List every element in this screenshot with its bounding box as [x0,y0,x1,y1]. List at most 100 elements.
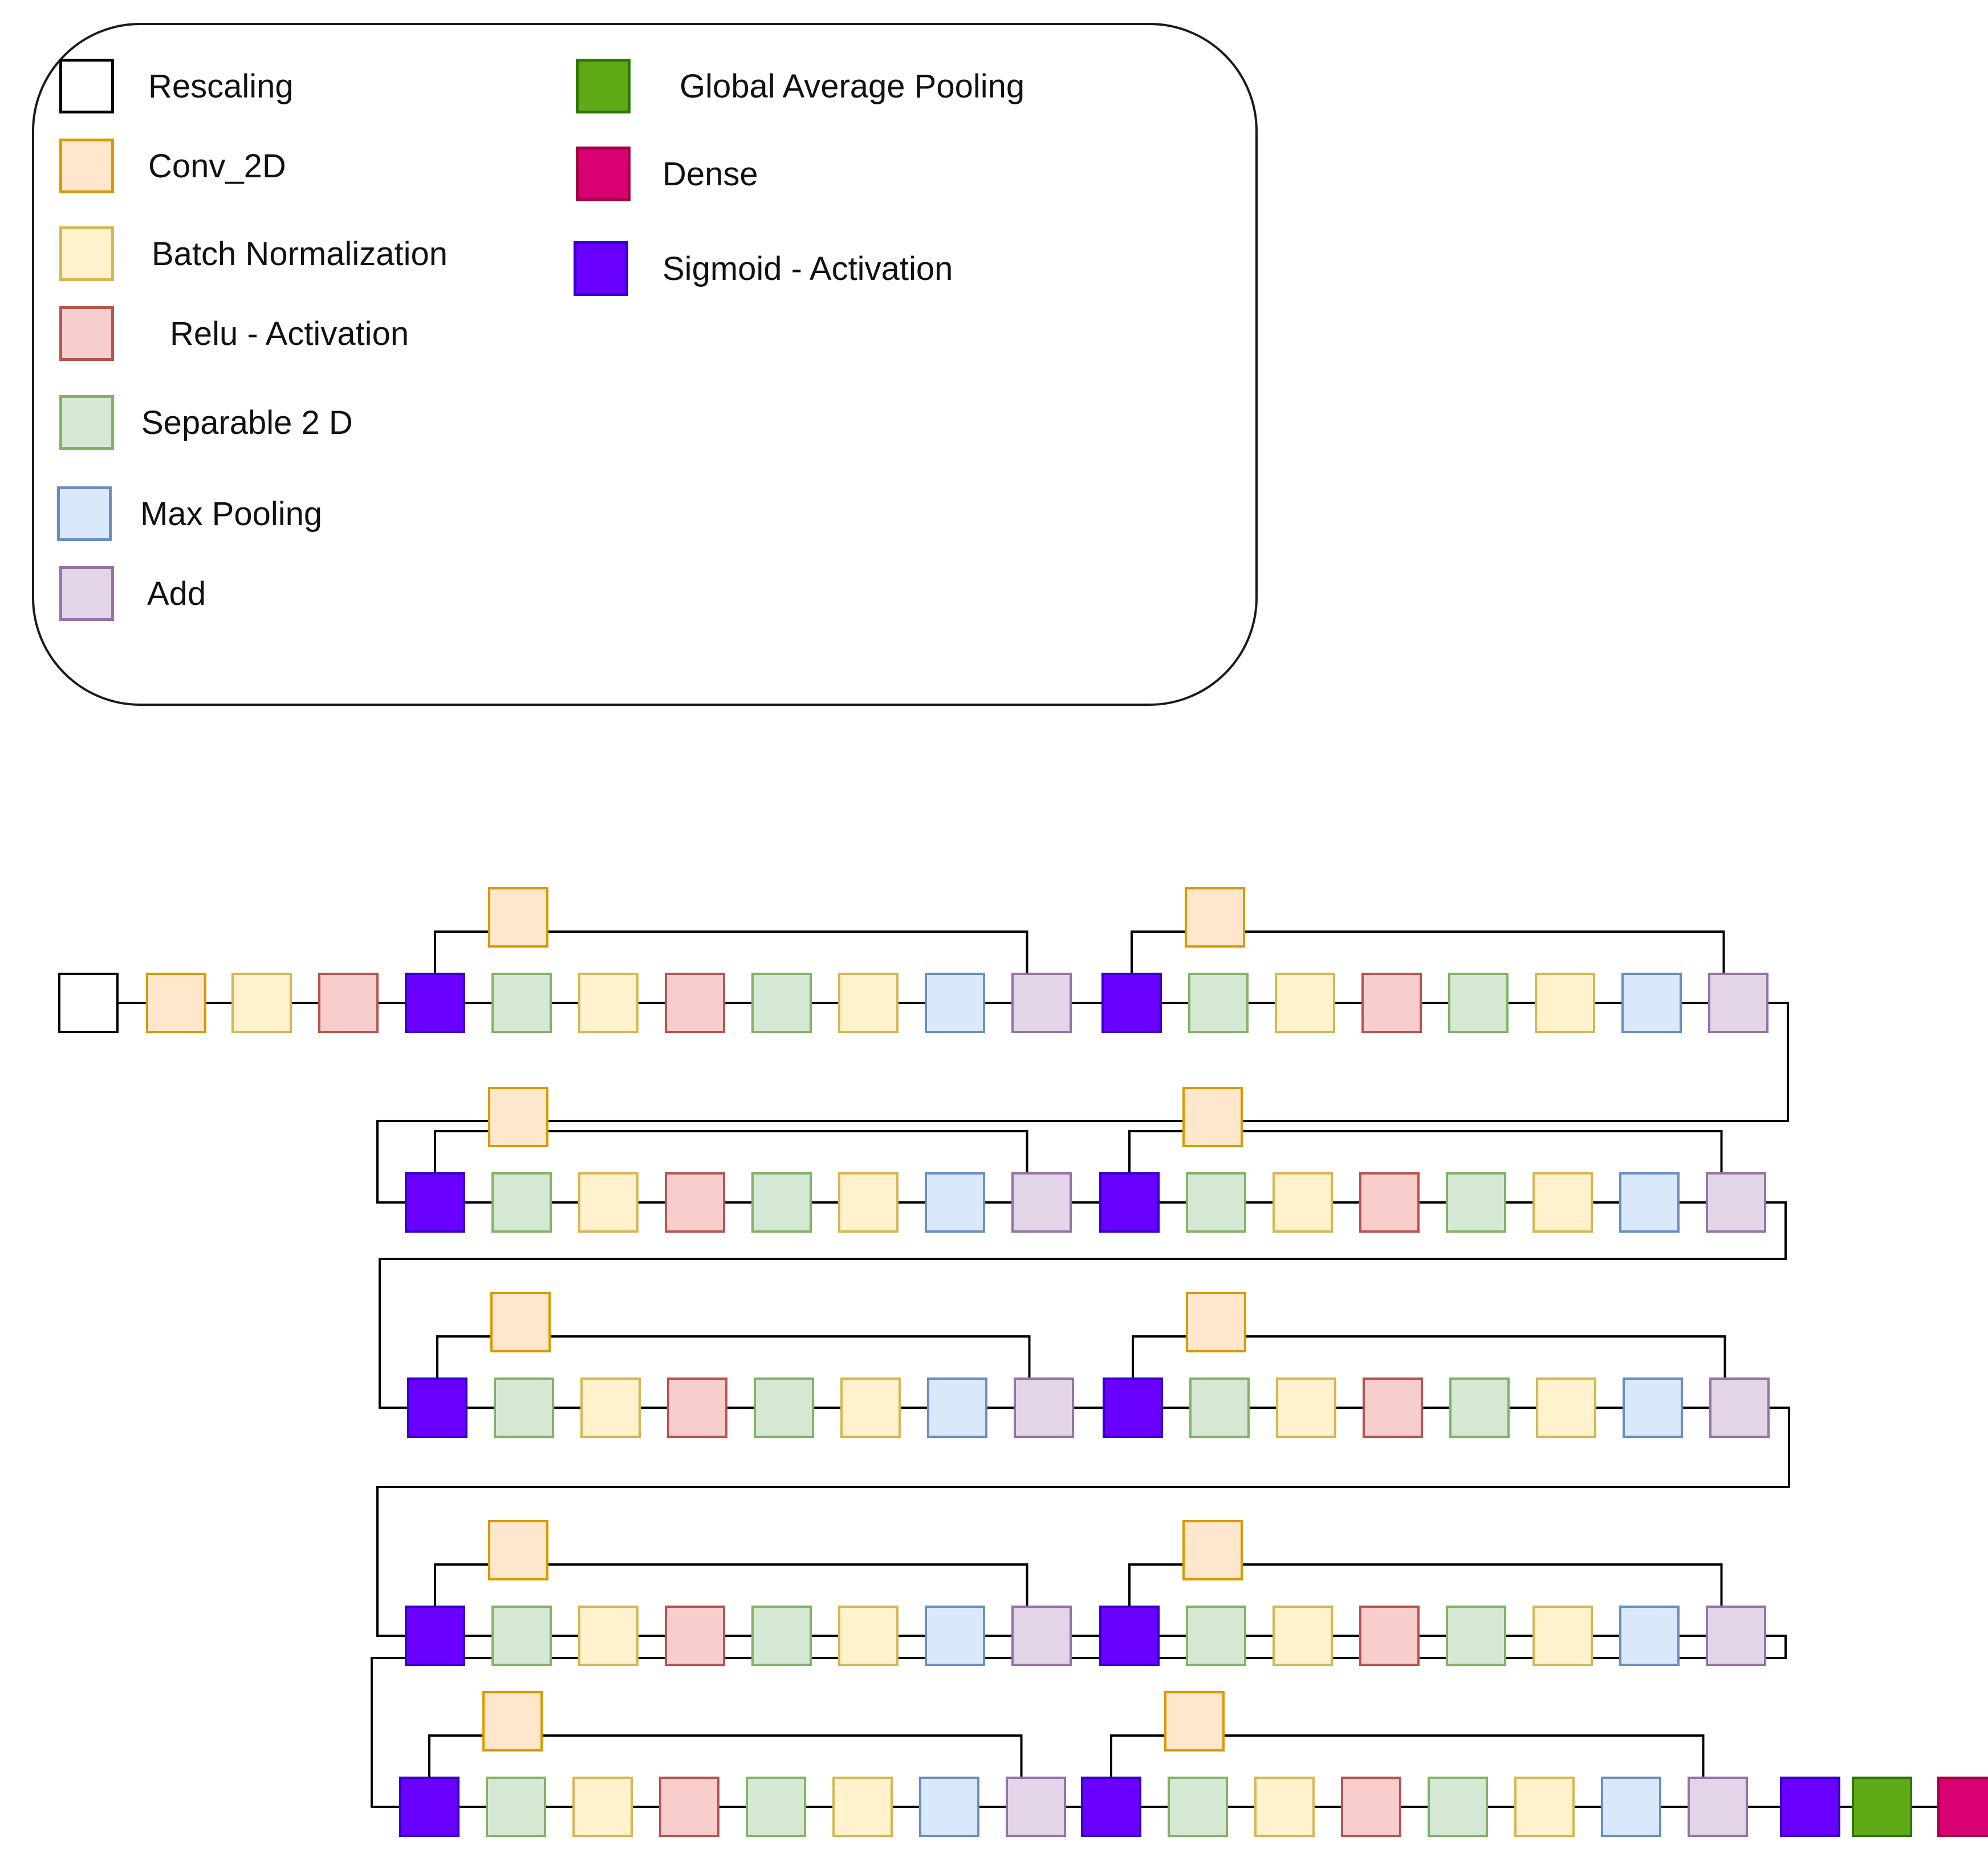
legend-label-sigmoid: Sigmoid - Activation [662,250,953,287]
skip-edge [428,1734,483,1778]
block9-maxpool-6 [1601,1777,1661,1837]
block9-sigmoid-0 [1081,1777,1141,1837]
stem-rescaling [58,973,119,1033]
block5-batchnorm-2 [1276,1377,1336,1438]
block7-sigmoid-0 [1099,1606,1160,1666]
block6-batchnorm-5 [838,1606,899,1666]
block9-batchnorm-5 [1514,1777,1575,1837]
block4-batchnorm-5 [840,1377,901,1438]
block0-maxpool-6 [925,973,985,1033]
skip-edge [1128,1563,1184,1607]
legend-label-relu: Relu - Activation [170,315,409,352]
block5-batchnorm-5 [1536,1377,1596,1438]
block1-relu-3 [1361,973,1422,1033]
block4-add-7 [1014,1377,1074,1438]
skip-edge [1131,930,1186,974]
block7-skip-conv2d [1182,1520,1243,1580]
block9-relu-3 [1341,1777,1401,1837]
skip-edge [434,1130,489,1173]
block8-batchnorm-5 [832,1777,893,1837]
block2-maxpool-6 [925,1172,985,1233]
block2-separable-1 [491,1172,552,1233]
block3-skip-conv2d [1182,1087,1243,1147]
block3-separable-4 [1446,1172,1506,1233]
block3-batchnorm-2 [1273,1172,1333,1233]
block6-separable-4 [751,1606,812,1666]
stem-conv2d [146,973,206,1033]
block4-sigmoid-0 [407,1377,467,1438]
skip-edge [547,1563,1028,1607]
skip-edge [1242,1130,1723,1173]
legend-swatch-separable [59,395,114,450]
block6-skip-conv2d [488,1520,548,1580]
block9-separable-1 [1168,1777,1228,1837]
skip-edge [550,1335,1031,1379]
legend-item-batchnorm: Batch Normalization [59,225,448,283]
block6-add-7 [1011,1606,1072,1666]
block5-add-7 [1709,1377,1770,1438]
skip-edge [547,1130,1028,1173]
stem-batchnorm [231,973,292,1033]
block5-maxpool-6 [1623,1377,1683,1438]
skip-edge [436,1335,491,1379]
legend-swatch-maxpool [57,486,112,541]
block9-batchnorm-2 [1254,1777,1315,1837]
legend-swatch-conv2d [59,139,114,193]
block4-separable-4 [754,1377,814,1438]
block8-separable-4 [746,1777,806,1837]
block4-skip-conv2d [490,1292,551,1352]
block3-add-7 [1706,1172,1766,1233]
block0-batchnorm-2 [578,973,639,1033]
skip-edge [1223,1734,1705,1778]
block0-add-7 [1011,973,1072,1033]
block6-separable-1 [491,1606,552,1666]
block9-add-7 [1688,1777,1748,1837]
block4-relu-3 [667,1377,727,1438]
skip-edge [434,1563,489,1607]
legend-item-sigmoid: Sigmoid - Activation [574,239,953,298]
head-gap [1852,1777,1912,1837]
wrap-edge [376,1407,1790,1637]
block0-sigmoid-0 [405,973,465,1033]
block2-add-7 [1011,1172,1072,1233]
legend-item-relu: Relu - Activation [59,304,409,363]
block6-sigmoid-0 [405,1606,465,1666]
legend-label-batchnorm: Batch Normalization [152,235,448,273]
block7-separable-1 [1186,1606,1246,1666]
block9-skip-conv2d [1164,1691,1225,1752]
block7-separable-4 [1446,1606,1506,1666]
block1-skip-conv2d [1185,887,1245,948]
skip-edge [1128,1130,1184,1173]
legend-item-gap: Global Average Pooling [576,57,1025,115]
wrap-edge [379,1201,1787,1409]
block3-separable-1 [1186,1172,1246,1233]
block1-separable-1 [1188,973,1249,1033]
block7-batchnorm-5 [1532,1606,1593,1666]
block3-sigmoid-0 [1099,1172,1160,1233]
block5-sigmoid-0 [1103,1377,1163,1438]
block5-skip-conv2d [1186,1292,1246,1352]
block5-relu-3 [1363,1377,1423,1438]
block7-batchnorm-2 [1273,1606,1333,1666]
block3-relu-3 [1359,1172,1420,1233]
block5-separable-4 [1449,1377,1510,1438]
block6-maxpool-6 [925,1606,985,1666]
block3-maxpool-6 [1619,1172,1680,1233]
block1-batchnorm-2 [1275,973,1335,1033]
skip-edge [1242,1563,1723,1607]
block7-add-7 [1706,1606,1766,1666]
stem-relu [318,973,379,1033]
skip-edge [1245,1335,1726,1379]
legend-item-rescaling: Rescaling [59,57,294,115]
block4-maxpool-6 [927,1377,987,1438]
legend-item-conv2d: Conv_2D [59,137,286,195]
legend-label-add: Add [147,575,206,612]
block2-batchnorm-5 [838,1172,899,1233]
block8-add-7 [1006,1777,1066,1837]
block6-relu-3 [665,1606,725,1666]
legend-item-maxpool: Max Pooling [57,485,322,543]
legend-swatch-rescaling [59,59,114,113]
legend-label-gap: Global Average Pooling [680,67,1025,105]
